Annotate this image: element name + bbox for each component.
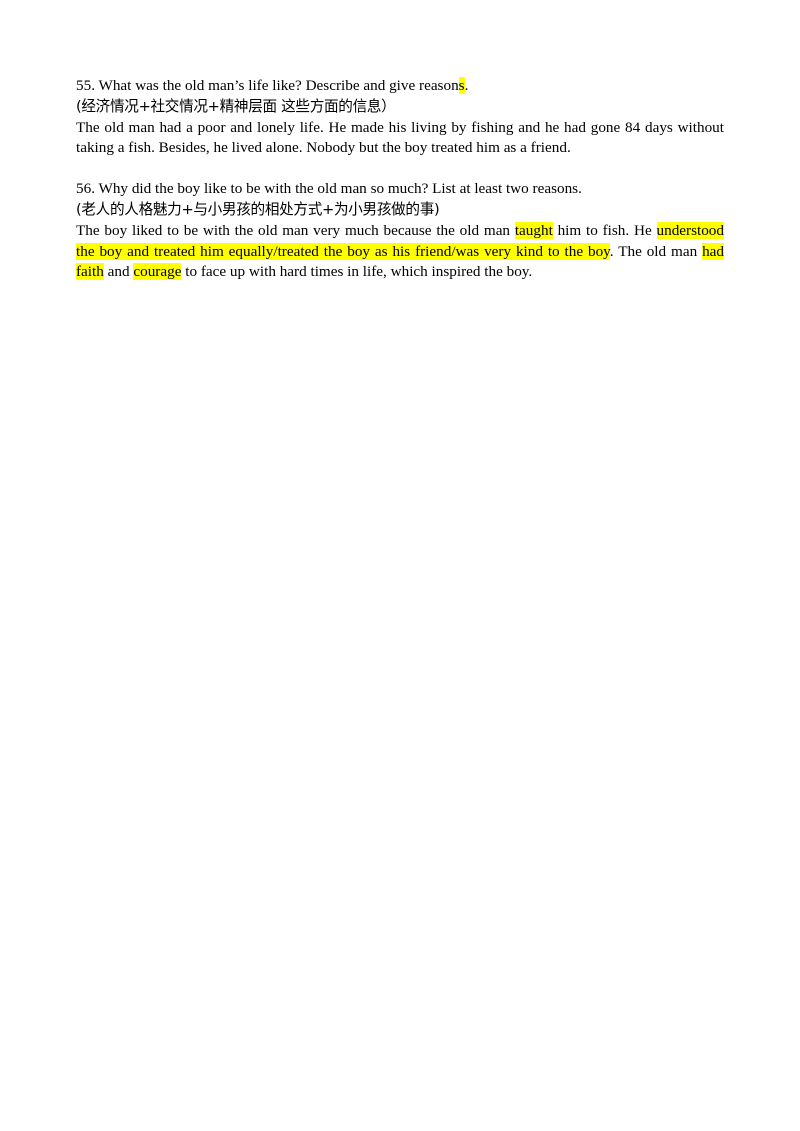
answer-56-part-3: . The old man — [609, 242, 703, 260]
question-55-highlight: s — [458, 77, 465, 94]
answer-56-part-5: to face up with hard times in life, whic… — [181, 263, 533, 281]
answer-56-highlight-taught: taught — [514, 221, 553, 239]
answer-56-text: The boy liked to be with the old man ver… — [76, 221, 724, 283]
question-55-hint: (经济情况+社交情况+精神层面 这些方面的信息） — [76, 97, 396, 115]
answer-56-part-4: and — [103, 263, 134, 281]
question-56-hint: (老人的人格魅力+与小男孩的相处方式+为小男孩做的事) — [76, 200, 440, 218]
question-56-block: 56. Why did the boy like to be with the … — [76, 179, 724, 283]
question-55-text: 55. What was the old man’s life like? De… — [76, 76, 724, 97]
question-56-text: 56. Why did the boy like to be with the … — [76, 180, 582, 198]
answer-56-part-2: him to fish. He — [552, 221, 657, 239]
answer-56-highlight-courage: courage — [133, 263, 182, 281]
question-55-main: 55. What was the old man’s life like? De… — [76, 77, 459, 94]
question-55-block: 55. What was the old man’s life like? De… — [76, 76, 724, 159]
answer-56-part-1: The boy liked to be with the old man ver… — [76, 221, 515, 239]
question-55-end: . — [464, 77, 469, 94]
document-page: 55. What was the old man’s life like? De… — [76, 76, 724, 283]
answer-55-text: The old man had a poor and lonely life. … — [76, 118, 724, 157]
